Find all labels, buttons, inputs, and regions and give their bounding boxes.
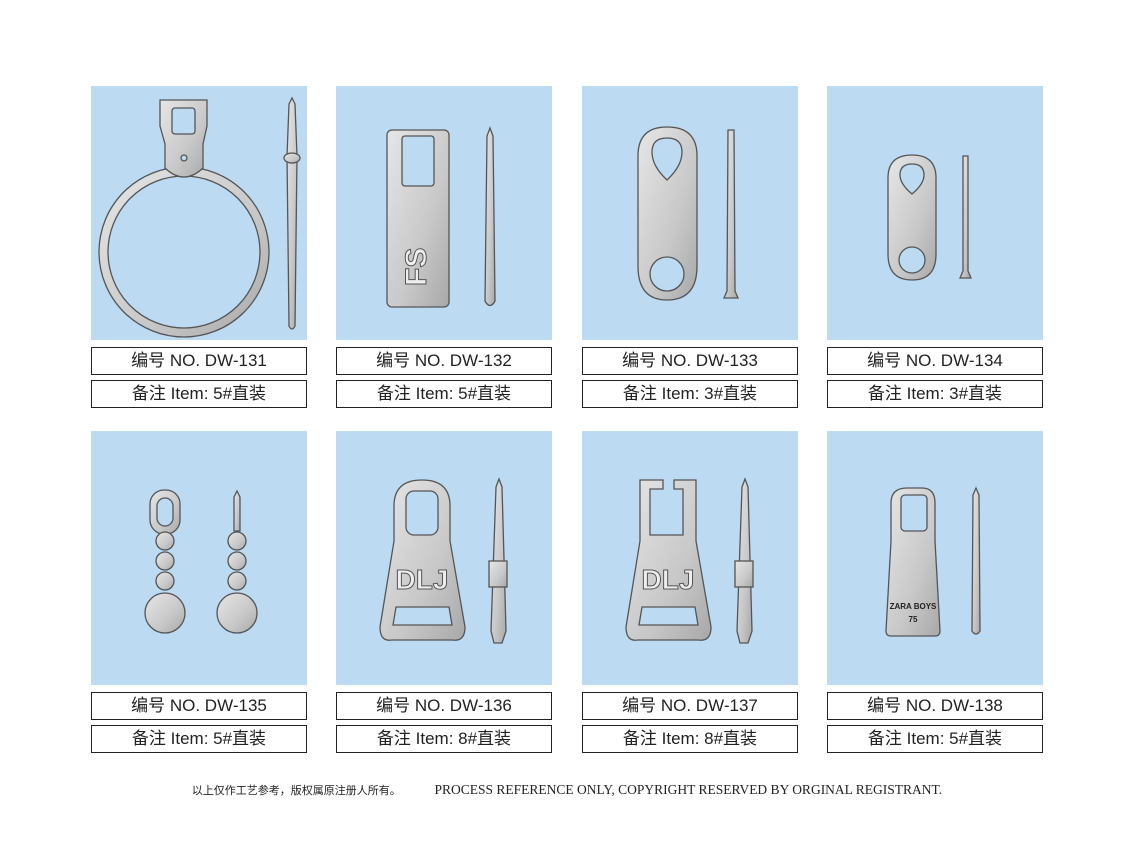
product-image: ZARA BOYS 75 [827, 431, 1043, 685]
product-card-dw-132: FS 编号 NO. DW-132 备注 Item: 5#直装 [336, 86, 552, 408]
product-note: 备注 Item: 3#直装 [582, 380, 798, 408]
product-note: 备注 Item: 8#直装 [336, 725, 552, 753]
product-card-dw-131: 编号 NO. DW-131 备注 Item: 5#直装 [91, 86, 307, 408]
product-number: 编号 NO. DW-138 [827, 692, 1043, 720]
product-card-dw-138: ZARA BOYS 75 编号 NO. DW-138 备注 Item: 5#直装 [827, 431, 1043, 753]
product-note: 备注 Item: 3#直装 [827, 380, 1043, 408]
engraving-text: FS [400, 248, 433, 286]
footer-disclaimer: 以上仅作工艺参考，版权属原注册人所有。 PROCESS REFERENCE ON… [0, 782, 1134, 798]
product-number: 编号 NO. DW-137 [582, 692, 798, 720]
engraving-number: 75 [909, 615, 918, 624]
product-image: DLJ [336, 431, 552, 685]
product-number: 编号 NO. DW-135 [91, 692, 307, 720]
product-card-dw-134: 编号 NO. DW-134 备注 Item: 3#直装 [827, 86, 1043, 408]
product-number: 编号 NO. DW-134 [827, 347, 1043, 375]
product-note: 备注 Item: 5#直装 [827, 725, 1043, 753]
product-card-dw-133: 编号 NO. DW-133 备注 Item: 3#直装 [582, 86, 798, 408]
engraving-text: ZARA BOYS [890, 602, 937, 611]
product-image [91, 86, 307, 340]
product-note: 备注 Item: 8#直装 [582, 725, 798, 753]
product-note: 备注 Item: 5#直装 [91, 380, 307, 408]
footer-en: PROCESS REFERENCE ONLY, COPYRIGHT RESERV… [434, 782, 943, 797]
engraving-text: DLJ [642, 564, 695, 595]
product-image [582, 86, 798, 340]
product-number: 编号 NO. DW-133 [582, 347, 798, 375]
product-number: 编号 NO. DW-132 [336, 347, 552, 375]
product-image: FS [336, 86, 552, 340]
product-card-dw-136: DLJ 编号 NO. DW-136 备注 Item: 8#直装 [336, 431, 552, 753]
product-image [827, 86, 1043, 340]
product-card-dw-137: DLJ 编号 NO. DW-137 备注 Item: 8#直装 [582, 431, 798, 753]
footer-cn: 以上仅作工艺参考，版权属原注册人所有。 [191, 784, 401, 797]
product-note: 备注 Item: 5#直装 [91, 725, 307, 753]
engraving-text: DLJ [396, 564, 449, 595]
product-image [91, 431, 307, 685]
product-image: DLJ [582, 431, 798, 685]
product-number: 编号 NO. DW-136 [336, 692, 552, 720]
product-card-dw-135: 编号 NO. DW-135 备注 Item: 5#直装 [91, 431, 307, 753]
product-number: 编号 NO. DW-131 [91, 347, 307, 375]
product-note: 备注 Item: 5#直装 [336, 380, 552, 408]
